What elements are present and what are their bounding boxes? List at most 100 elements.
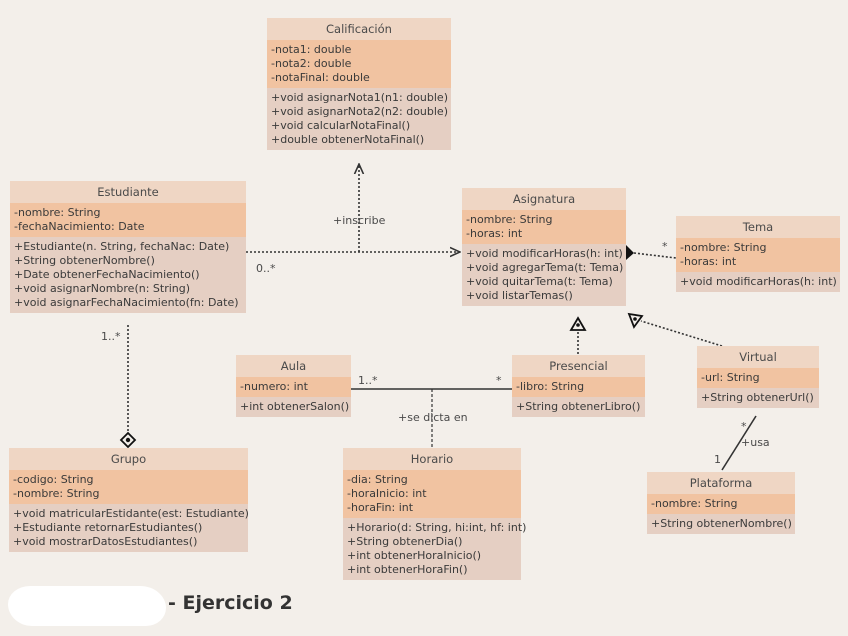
operation: +String obtenerNombre(): [14, 254, 155, 267]
operation: +String obtenerNombre(): [651, 517, 792, 530]
class-attributes: -dia: String -horaInicio: int -horaFin: …: [343, 470, 521, 518]
class-operations: +int obtenerSalon(): [236, 397, 351, 417]
label-multiplicity-estudiante-asignatura: 0..*: [256, 262, 276, 275]
redaction-blob: [8, 586, 166, 626]
class-operations: +void modificarHoras(h: int) +void agreg…: [462, 244, 626, 306]
class-operations: +Estudiante(n. String, fechaNac: Date) +…: [10, 237, 246, 313]
class-attributes: -nombre: String: [647, 494, 795, 514]
attribute: -nombre: String: [13, 487, 100, 500]
operation: +void listarTemas(): [466, 289, 573, 302]
operation: +void agregarTema(t: Tema): [466, 261, 624, 274]
class-tema[interactable]: Tema -nombre: String -horas: int +void m…: [676, 216, 840, 292]
attribute: -horas: int: [680, 255, 737, 268]
class-operations: +Horario(d: String, hi:int, hf: int) +St…: [343, 518, 527, 580]
label-multiplicity-tema: *: [662, 240, 668, 253]
attribute: -nombre: String: [680, 241, 767, 254]
class-name: Virtual: [697, 346, 819, 368]
operation: +void asignarNombre(n: String): [14, 282, 191, 295]
attribute: -nota1: double: [271, 43, 352, 56]
attribute: -horaInicio: int: [347, 487, 427, 500]
label-se-dicta-en: +se dicta en: [398, 411, 468, 424]
operation: +double obtenerNotaFinal(): [271, 133, 425, 146]
class-operations: +String obtenerLibro(): [512, 397, 645, 417]
label-multiplicity-presencial: *: [496, 374, 502, 387]
attribute: -notaFinal: double: [271, 71, 370, 84]
aggregation-dot: [125, 437, 131, 443]
attribute: -nombre: String: [651, 497, 738, 510]
attribute: -horas: int: [466, 227, 523, 240]
operation: +String obtenerLibro(): [516, 400, 641, 413]
class-asignatura[interactable]: Asignatura -nombre: String -horas: int +…: [462, 188, 626, 306]
label-multiplicity-grupo: 1..*: [101, 330, 121, 343]
class-name: Estudiante: [10, 181, 246, 203]
operation: +void modificarHoras(h: int): [680, 275, 837, 288]
class-attributes: -codigo: String -nombre: String: [9, 470, 248, 504]
label-multiplicity-plataforma: 1: [714, 453, 721, 466]
class-operations: +String obtenerUrl(): [697, 388, 819, 408]
asignatura-tema-link: [633, 252, 677, 259]
operation: +void matricularEstidante(est: Estudiant…: [13, 507, 249, 520]
label-multiplicity-aula: 1..*: [358, 374, 378, 387]
attribute: -fechaNacimiento: Date: [14, 220, 145, 233]
label-inscribe: +inscribe: [333, 214, 386, 227]
operation: +Estudiante retornarEstudiantes(): [13, 521, 203, 534]
class-name: Grupo: [9, 448, 248, 470]
class-name: Aula: [236, 355, 351, 377]
operation: +int obtenerHoraInicio(): [347, 549, 482, 562]
class-virtual[interactable]: Virtual -url: String +String obtenerUrl(…: [697, 346, 819, 408]
class-name: Tema: [676, 216, 840, 238]
class-attributes: -libro: String: [512, 377, 645, 397]
label-multiplicity-virtual: *: [741, 420, 747, 433]
operation: +int obtenerHoraFin(): [347, 563, 468, 576]
class-name: Horario: [343, 448, 521, 470]
class-calificacion[interactable]: Calificación -nota1: double -nota2: doub…: [267, 18, 451, 150]
attribute: -codigo: String: [13, 473, 94, 486]
attribute: -horaFin: int: [347, 501, 414, 514]
operation: +Horario(d: String, hi:int, hf: int): [347, 521, 527, 534]
class-operations: +void modificarHoras(h: int): [676, 272, 840, 292]
operation: +void quitarTema(t: Tema): [466, 275, 613, 288]
page-title: - Ejercicio 2: [168, 592, 293, 614]
class-name: Presencial: [512, 355, 645, 377]
operation: +Estudiante(n. String, fechaNac: Date): [14, 240, 230, 253]
class-operations: +void matricularEstidante(est: Estudiant…: [9, 504, 249, 552]
operation: +void calcularNotaFinal(): [271, 119, 411, 132]
label-usa: +usa: [741, 436, 770, 449]
operation: +void mostrarDatosEstudiantes(): [13, 535, 198, 548]
operation: +String obtenerDia(): [347, 535, 463, 548]
class-name: Plataforma: [647, 472, 795, 494]
operation: +void asignarNota2(n2: double): [271, 105, 448, 118]
attribute: -nombre: String: [466, 213, 553, 226]
attribute: -libro: String: [516, 380, 585, 393]
class-attributes: -url: String: [697, 368, 819, 388]
class-presencial[interactable]: Presencial -libro: String +String obtene…: [512, 355, 645, 417]
class-attributes: -nombre: String -horas: int: [676, 238, 840, 272]
operation: +void asignarFechaNacimiento(fn: Date): [14, 296, 239, 309]
attribute: -numero: int: [240, 380, 308, 393]
class-attributes: -nota1: double -nota2: double -notaFinal…: [267, 40, 451, 88]
virtual-generalization-link: [640, 320, 723, 347]
attribute: -dia: String: [347, 473, 408, 486]
class-name: Asignatura: [462, 188, 626, 210]
operation: +Date obtenerFechaNacimiento(): [14, 268, 200, 281]
operation: +String obtenerUrl(): [701, 391, 814, 404]
class-attributes: -nombre: String -fechaNacimiento: Date: [10, 203, 246, 237]
class-grupo[interactable]: Grupo -codigo: String -nombre: String +v…: [9, 448, 249, 552]
class-operations: +void asignarNota1(n1: double) +void asi…: [267, 88, 451, 150]
operation: +int obtenerSalon(): [240, 400, 350, 413]
class-aula[interactable]: Aula -numero: int +int obtenerSalon(): [236, 355, 351, 417]
virtual-plataforma-link: [721, 415, 757, 471]
operation: +void asignarNota1(n1: double): [271, 91, 448, 104]
class-operations: +String obtenerNombre(): [647, 514, 795, 534]
class-attributes: -nombre: String -horas: int: [462, 210, 626, 244]
class-plataforma[interactable]: Plataforma -nombre: String +String obten…: [647, 472, 795, 534]
attribute: -url: String: [701, 371, 760, 384]
attribute: -nota2: double: [271, 57, 352, 70]
class-name: Calificación: [267, 18, 451, 40]
class-estudiante[interactable]: Estudiante -nombre: String -fechaNacimie…: [10, 181, 246, 313]
class-attributes: -numero: int: [236, 377, 351, 397]
attribute: -nombre: String: [14, 206, 101, 219]
operation: +void modificarHoras(h: int): [466, 247, 623, 260]
class-horario[interactable]: Horario -dia: String -horaInicio: int -h…: [343, 448, 527, 580]
